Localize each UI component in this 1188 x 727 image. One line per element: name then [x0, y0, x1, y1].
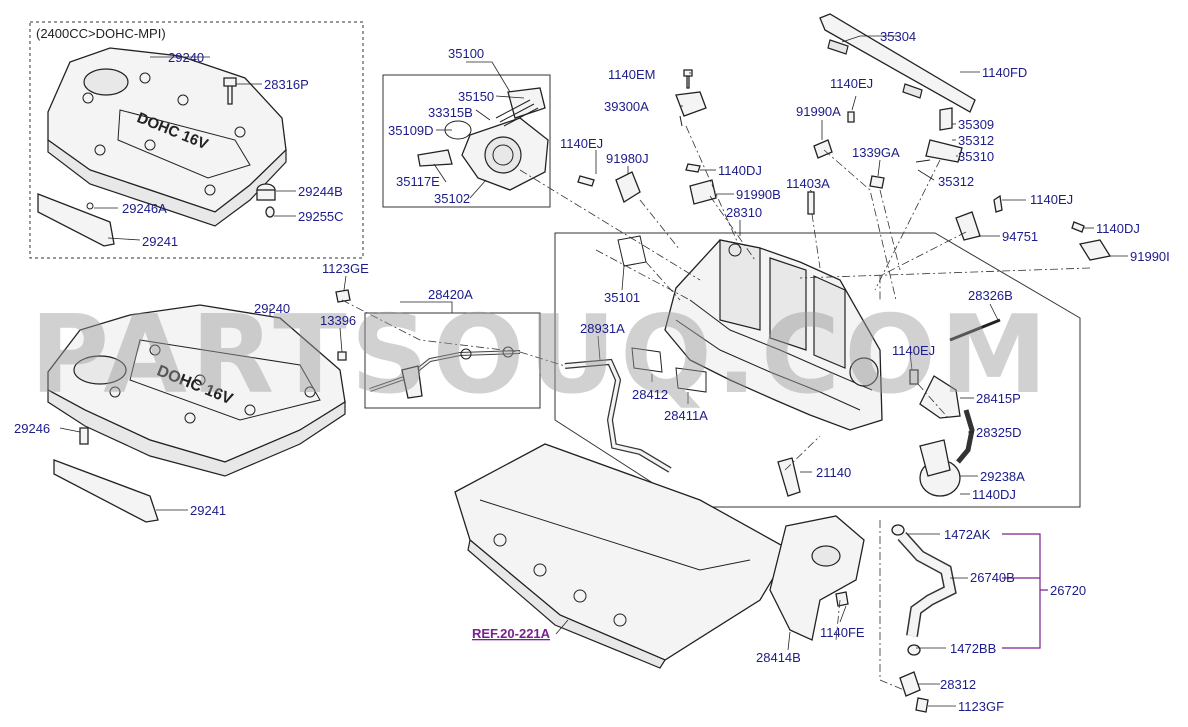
vacuum-actuator	[909, 318, 1001, 497]
label-91980j: 91980J	[606, 151, 649, 166]
throttle-body-box	[382, 74, 551, 208]
label-1140dj-lower: 1140DJ	[972, 487, 1016, 502]
bolt-11403a	[807, 191, 815, 215]
label-28411a: 28411A	[664, 408, 708, 423]
label-1140ej-rail: 1140EJ	[830, 76, 873, 91]
label-1140dj-right: 1140DJ	[1096, 221, 1140, 236]
label-28414b: 28414B	[756, 650, 801, 665]
label-28415p: 28415P	[976, 391, 1021, 406]
label-29255c: 29255C	[298, 209, 344, 224]
label-91990a: 91990A	[796, 104, 841, 119]
bracket-94751	[955, 194, 1003, 241]
label-35309: 35309	[958, 117, 994, 132]
variant-group-box	[29, 21, 364, 259]
throttle-body	[417, 87, 549, 191]
label-35310: 35310	[958, 149, 994, 164]
hose-28931a	[564, 358, 672, 473]
label-1140em: 1140EM	[608, 67, 655, 82]
label-29240-upper: 29240	[168, 50, 204, 65]
label-28931a: 28931A	[580, 321, 625, 336]
label-28312: 28312	[940, 677, 976, 692]
intake-manifold	[664, 239, 883, 431]
reference-link[interactable]: REF.20-221A	[472, 626, 551, 641]
fuel-rail	[819, 13, 976, 163]
label-1140fe: 1140FE	[820, 625, 865, 640]
label-94751: 94751	[1002, 229, 1038, 244]
label-33315b: 33315B	[428, 105, 473, 120]
variant-note: (2400CC>DOHC-MPI)	[36, 26, 166, 41]
map-sensor	[675, 69, 707, 127]
label-13396: 13396	[320, 313, 356, 328]
label-91990i: 91990I	[1130, 249, 1170, 264]
engine-cover-lower: DOHC 16V	[47, 304, 346, 477]
gasket-28411a	[675, 367, 707, 393]
label-26740b: 26740B	[970, 570, 1015, 585]
label-35117e: 35117E	[396, 174, 440, 189]
label-28316p: 28316P	[264, 77, 309, 92]
leader-lines	[59, 35, 1128, 707]
label-35312-upper: 35312	[958, 133, 994, 148]
label-28412: 28412	[632, 387, 668, 402]
label-28326b: 28326B	[968, 288, 1013, 303]
label-35101: 35101	[604, 290, 640, 305]
bracket-91980j	[577, 171, 641, 203]
label-21140: 21140	[816, 465, 851, 480]
hose-26720	[891, 524, 957, 713]
label-35109d: 35109D	[388, 123, 434, 138]
label-29238a: 29238A	[980, 469, 1025, 484]
label-35304: 35304	[880, 29, 916, 44]
pcv-hose-box	[364, 312, 541, 409]
gasket-35101	[617, 235, 647, 267]
kit-bracket-26720	[1002, 533, 1048, 649]
label-29246-lower: 29246	[14, 421, 50, 436]
bracket-91990b	[685, 163, 717, 205]
engine-cover-upper: DOHC 16V	[47, 47, 287, 227]
cover-bushing	[256, 183, 276, 218]
label-35100: 35100	[448, 46, 484, 61]
connector-21140	[777, 457, 801, 497]
label-1140dj-mid: 1140DJ	[718, 163, 762, 178]
label-1123gf: 1123GF	[958, 699, 1004, 714]
bolt-28316p	[223, 77, 237, 105]
label-91990b: 91990B	[736, 187, 781, 202]
label-28420a: 28420A	[428, 287, 473, 302]
label-11403a: 11403A	[786, 176, 830, 191]
label-1140ej-lower: 1140EJ	[892, 343, 935, 358]
label-1140ej-left: 1140EJ	[560, 136, 603, 151]
gasket-28412	[631, 347, 663, 373]
label-29241-upper: 29241	[142, 234, 178, 249]
label-1140ej-right: 1140EJ	[1030, 192, 1073, 207]
label-35312-lower: 35312	[938, 174, 974, 189]
label-1472bb: 1472BB	[950, 641, 996, 656]
pcv-hose-assembly	[335, 289, 521, 399]
watermark: PARTSOUQ.COM	[30, 293, 1051, 418]
label-1472ak: 1472AK	[944, 527, 991, 542]
label-28310: 28310	[726, 205, 762, 220]
cylinder-head	[454, 443, 791, 669]
assembly-lines	[341, 125, 1091, 691]
label-1140fd: 1140FD	[982, 65, 1027, 80]
label-26720: 26720	[1050, 583, 1086, 598]
label-35102: 35102	[434, 191, 470, 206]
mount-bracket-28414b	[769, 515, 865, 641]
label-35150: 35150	[458, 89, 494, 104]
label-28325d: 28325D	[976, 425, 1022, 440]
clip-1339ga	[869, 175, 885, 189]
label-29240-lower: 29240	[254, 301, 290, 316]
label-39300a: 39300A	[604, 99, 649, 114]
intake-manifold-box	[554, 232, 1081, 508]
cover-bracket-upper	[37, 193, 115, 247]
label-1123ge: 1123GE	[322, 261, 369, 276]
label-29241-lower: 29241	[190, 503, 226, 518]
cover-bracket-lower	[53, 427, 159, 523]
label-29246a: 29246A	[122, 201, 167, 216]
label-29244b: 29244B	[298, 184, 343, 199]
label-1339ga: 1339GA	[852, 145, 900, 160]
